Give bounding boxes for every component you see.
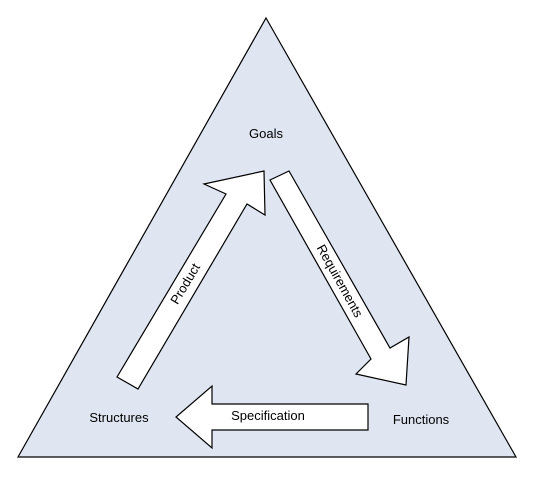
node-label-goals: Goals bbox=[249, 126, 283, 141]
node-label-functions: Functions bbox=[393, 412, 450, 427]
requirements-arrow bbox=[269, 170, 410, 386]
goals-functions-structures-triangle bbox=[16, 16, 518, 458]
product-arrow bbox=[116, 170, 266, 390]
arrow-label-specification: Specification bbox=[231, 408, 305, 423]
node-label-structures: Structures bbox=[89, 410, 149, 425]
specification-arrow bbox=[175, 384, 369, 450]
